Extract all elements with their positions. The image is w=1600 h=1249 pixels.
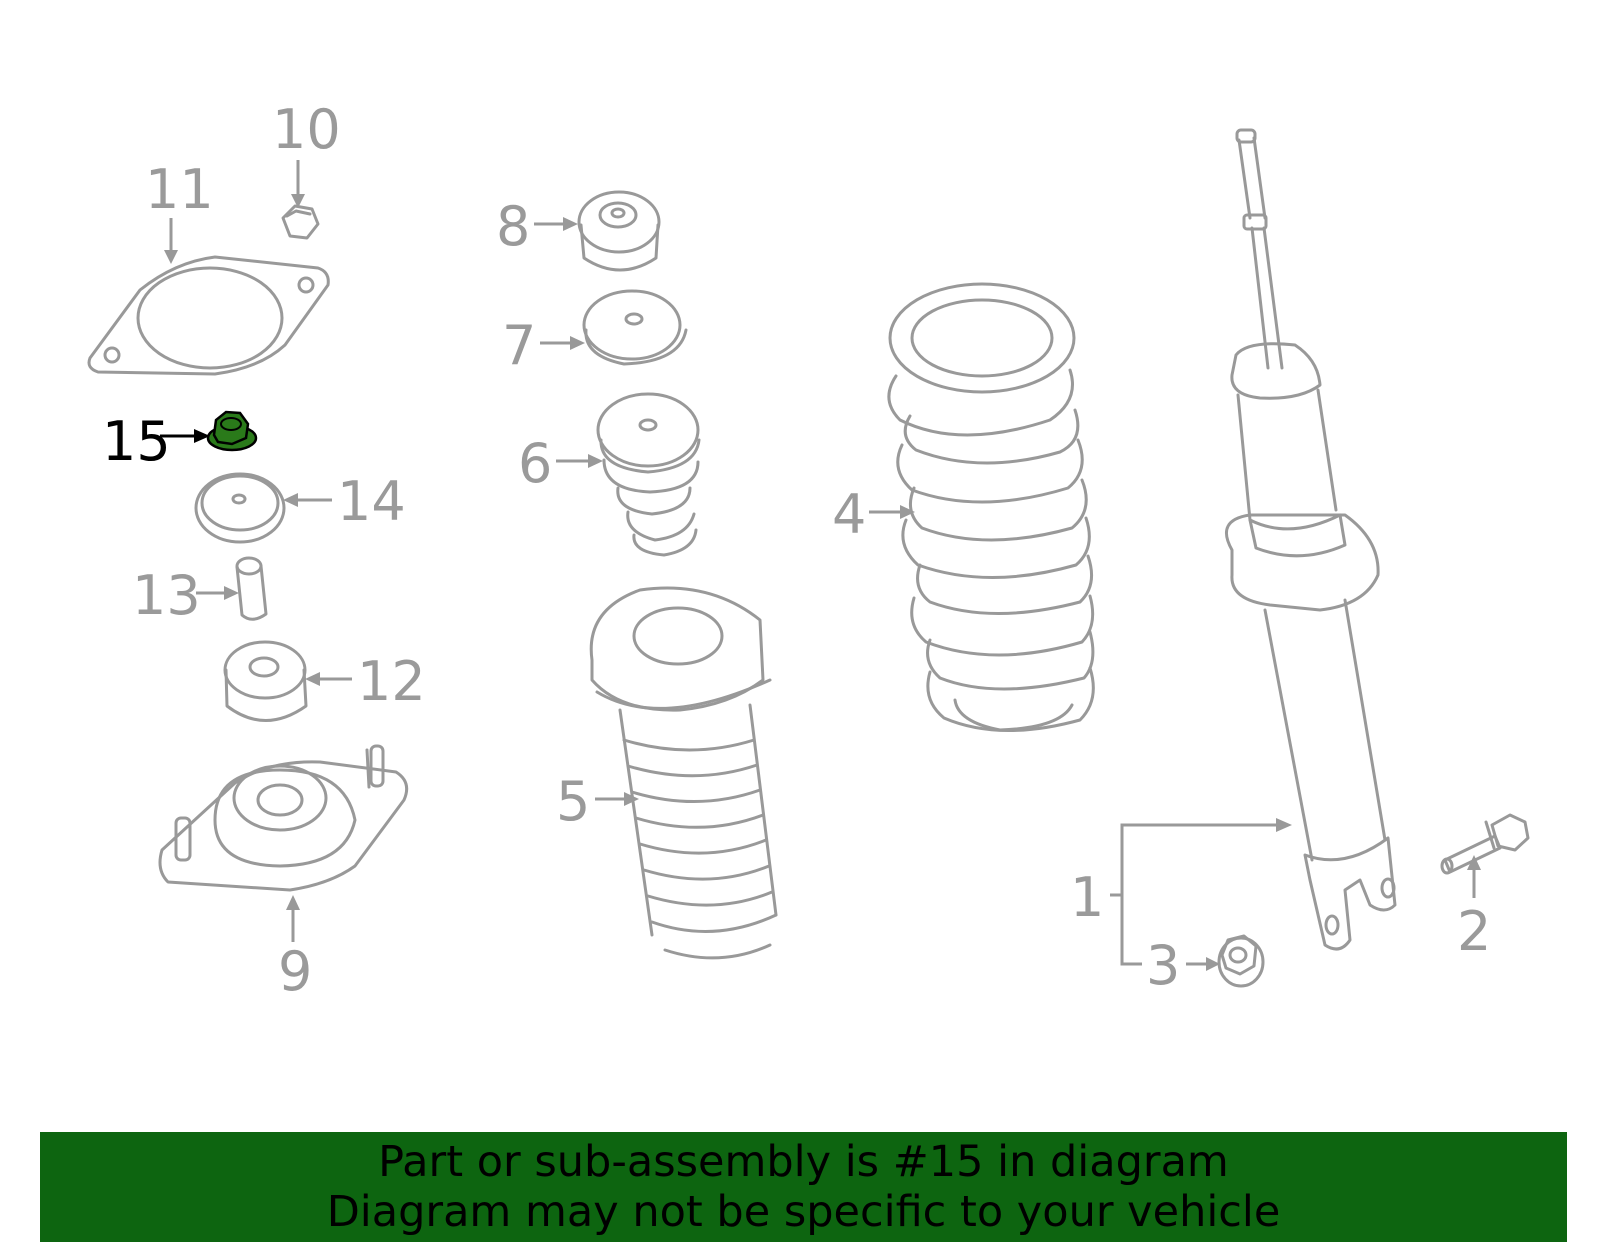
callout-5: 5 [556,770,590,833]
part-7-insulator [582,289,688,366]
part-5-dust-boot [589,586,778,960]
callout-12: 12 [357,650,426,713]
part-4-coil-spring [887,282,1095,732]
part-9-strut-mount [158,744,409,892]
callout-4: 4 [832,483,866,546]
part-12-bushing [223,640,308,722]
part-8-upper-bushing [577,190,661,272]
part-3-flange-nut [1217,934,1265,988]
callout-15-highlighted[interactable]: 15 [102,410,171,473]
part-13-sleeve [235,556,268,621]
banner-line-part-number: Part or sub-assembly is #15 in diagram [378,1137,1229,1187]
part-6-bump-stop [596,392,701,557]
part-15-flange-nut-highlighted[interactable] [206,410,258,452]
part-2-bolt [1440,813,1530,875]
callout-14: 14 [337,470,406,533]
callout-6: 6 [518,432,552,495]
callout-3: 3 [1146,934,1180,997]
part-10-nut [281,204,320,240]
part-14-bushing-cap [194,472,286,544]
callout-1: 1 [1070,866,1104,929]
callout-11: 11 [145,158,214,221]
callout-8: 8 [496,195,530,258]
part-1-shock-absorber [1225,128,1397,951]
callout-10: 10 [272,98,341,161]
leader-arrows [160,160,1481,971]
callout-9: 9 [278,940,312,1003]
part-11-mount-plate [87,255,330,376]
callout-13: 13 [132,564,201,627]
callout-2: 2 [1457,900,1491,963]
callout-7: 7 [502,314,536,377]
banner-line-disclaimer: Diagram may not be specific to your vehi… [326,1187,1281,1237]
info-banner: Part or sub-assembly is #15 in diagram D… [40,1132,1567,1242]
